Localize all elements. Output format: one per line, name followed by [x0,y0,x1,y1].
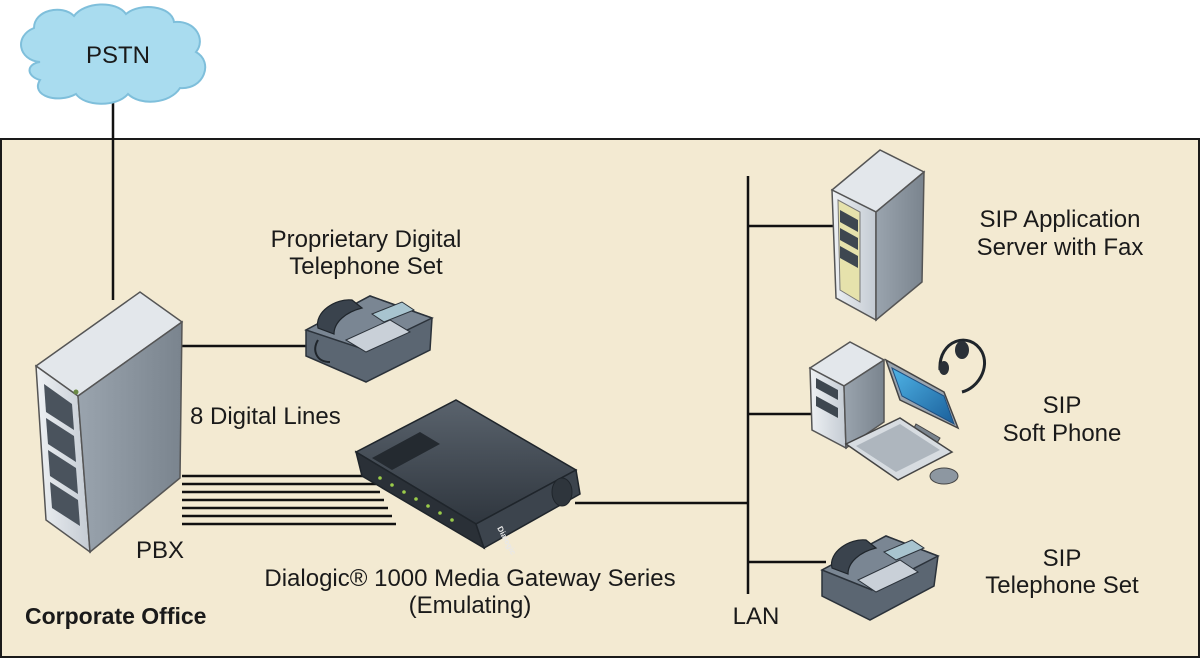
proprietary-phone-icon [304,295,434,383]
sip-server-icon [830,149,926,322]
sip-softphone-icon [808,338,986,485]
media-gateway-icon: Dialogic [354,399,581,557]
pbx-tower-icon [34,291,184,554]
sip-phone-label-line2: Telephone Set [985,572,1139,599]
pbx-label: PBX [136,537,184,564]
pstn-label: PSTN [86,42,150,69]
corporate-office-label: Corporate Office [25,603,206,629]
sip-server-label-line1: SIP Application [979,206,1140,233]
sip-phone-icon [820,535,940,621]
corporate-office-area [0,138,1200,658]
pstn-cloud: PSTN [20,3,207,105]
sip-server-label-line2: Server with Fax [977,234,1144,261]
lan-label: LAN [733,603,780,630]
proprietary-phone-label-line2: Telephone Set [289,253,443,280]
connection-lines [111,92,836,594]
diagram-labels: Proprietary Digital Telephone Set 8 Digi… [25,206,1143,630]
sip-phone-label-line1: SIP [1043,545,1082,572]
gateway-label-line1: Dialogic® 1000 Media Gateway Series [264,565,675,592]
sip-softphone-label-line2: Soft Phone [1003,420,1122,447]
sip-softphone-label-line1: SIP [1043,392,1082,419]
proprietary-phone-label-line1: Proprietary Digital [271,226,462,253]
gateway-label-line2: (Emulating) [409,592,532,619]
digital-lines-label: 8 Digital Lines [190,403,341,430]
